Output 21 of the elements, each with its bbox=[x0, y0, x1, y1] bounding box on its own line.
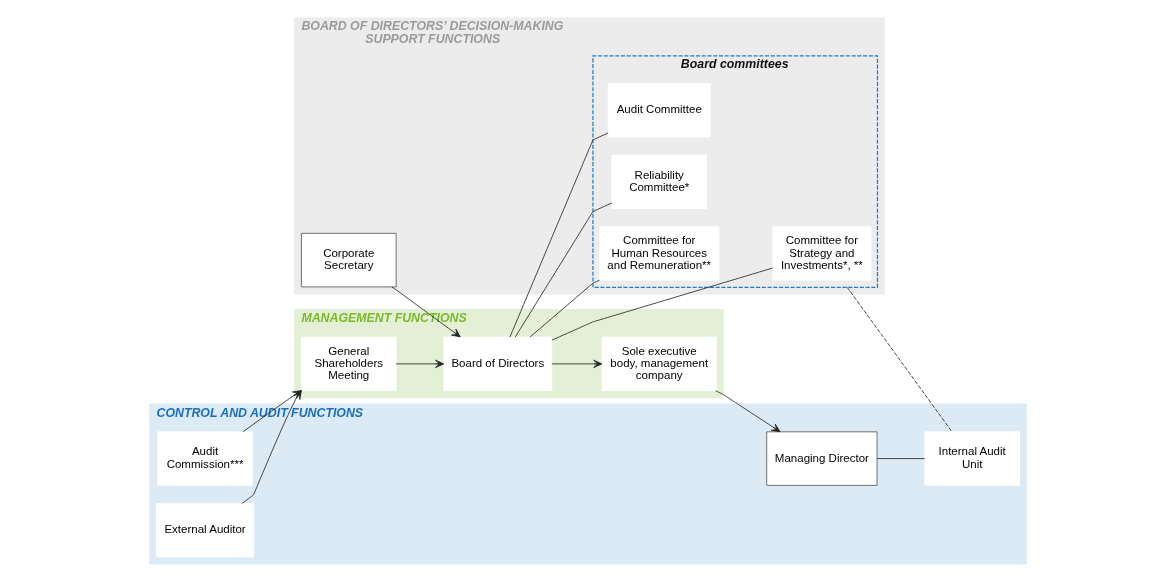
arrow bbox=[715, 390, 781, 433]
connector bbox=[846, 286, 953, 433]
node-box: Managing Director bbox=[766, 431, 878, 486]
node-box: Corporate Secretary bbox=[301, 232, 397, 288]
node-box: General Shareholders Meeting bbox=[301, 336, 397, 392]
node-box: Committee for Strategy and Investments*, ** bbox=[772, 226, 872, 281]
connector bbox=[514, 202, 613, 338]
node-box: Board of Directors bbox=[443, 336, 553, 392]
node-box: Reliability Committee* bbox=[611, 154, 707, 210]
arrow bbox=[395, 359, 445, 368]
node-box: External Auditor bbox=[156, 503, 255, 558]
arrow bbox=[551, 359, 603, 368]
node-box: Committee for Human Resources and Remuneration** bbox=[599, 226, 720, 281]
connector bbox=[509, 132, 609, 338]
node-box: Internal Audit Unit bbox=[924, 431, 1020, 486]
connector bbox=[529, 279, 600, 338]
node-box: Audit Committee bbox=[607, 83, 711, 138]
connector bbox=[876, 458, 926, 459]
node-box: Sole executive body, management company bbox=[601, 336, 717, 392]
connector bbox=[551, 267, 774, 341]
node-box: Audit Commission*** bbox=[157, 431, 253, 486]
